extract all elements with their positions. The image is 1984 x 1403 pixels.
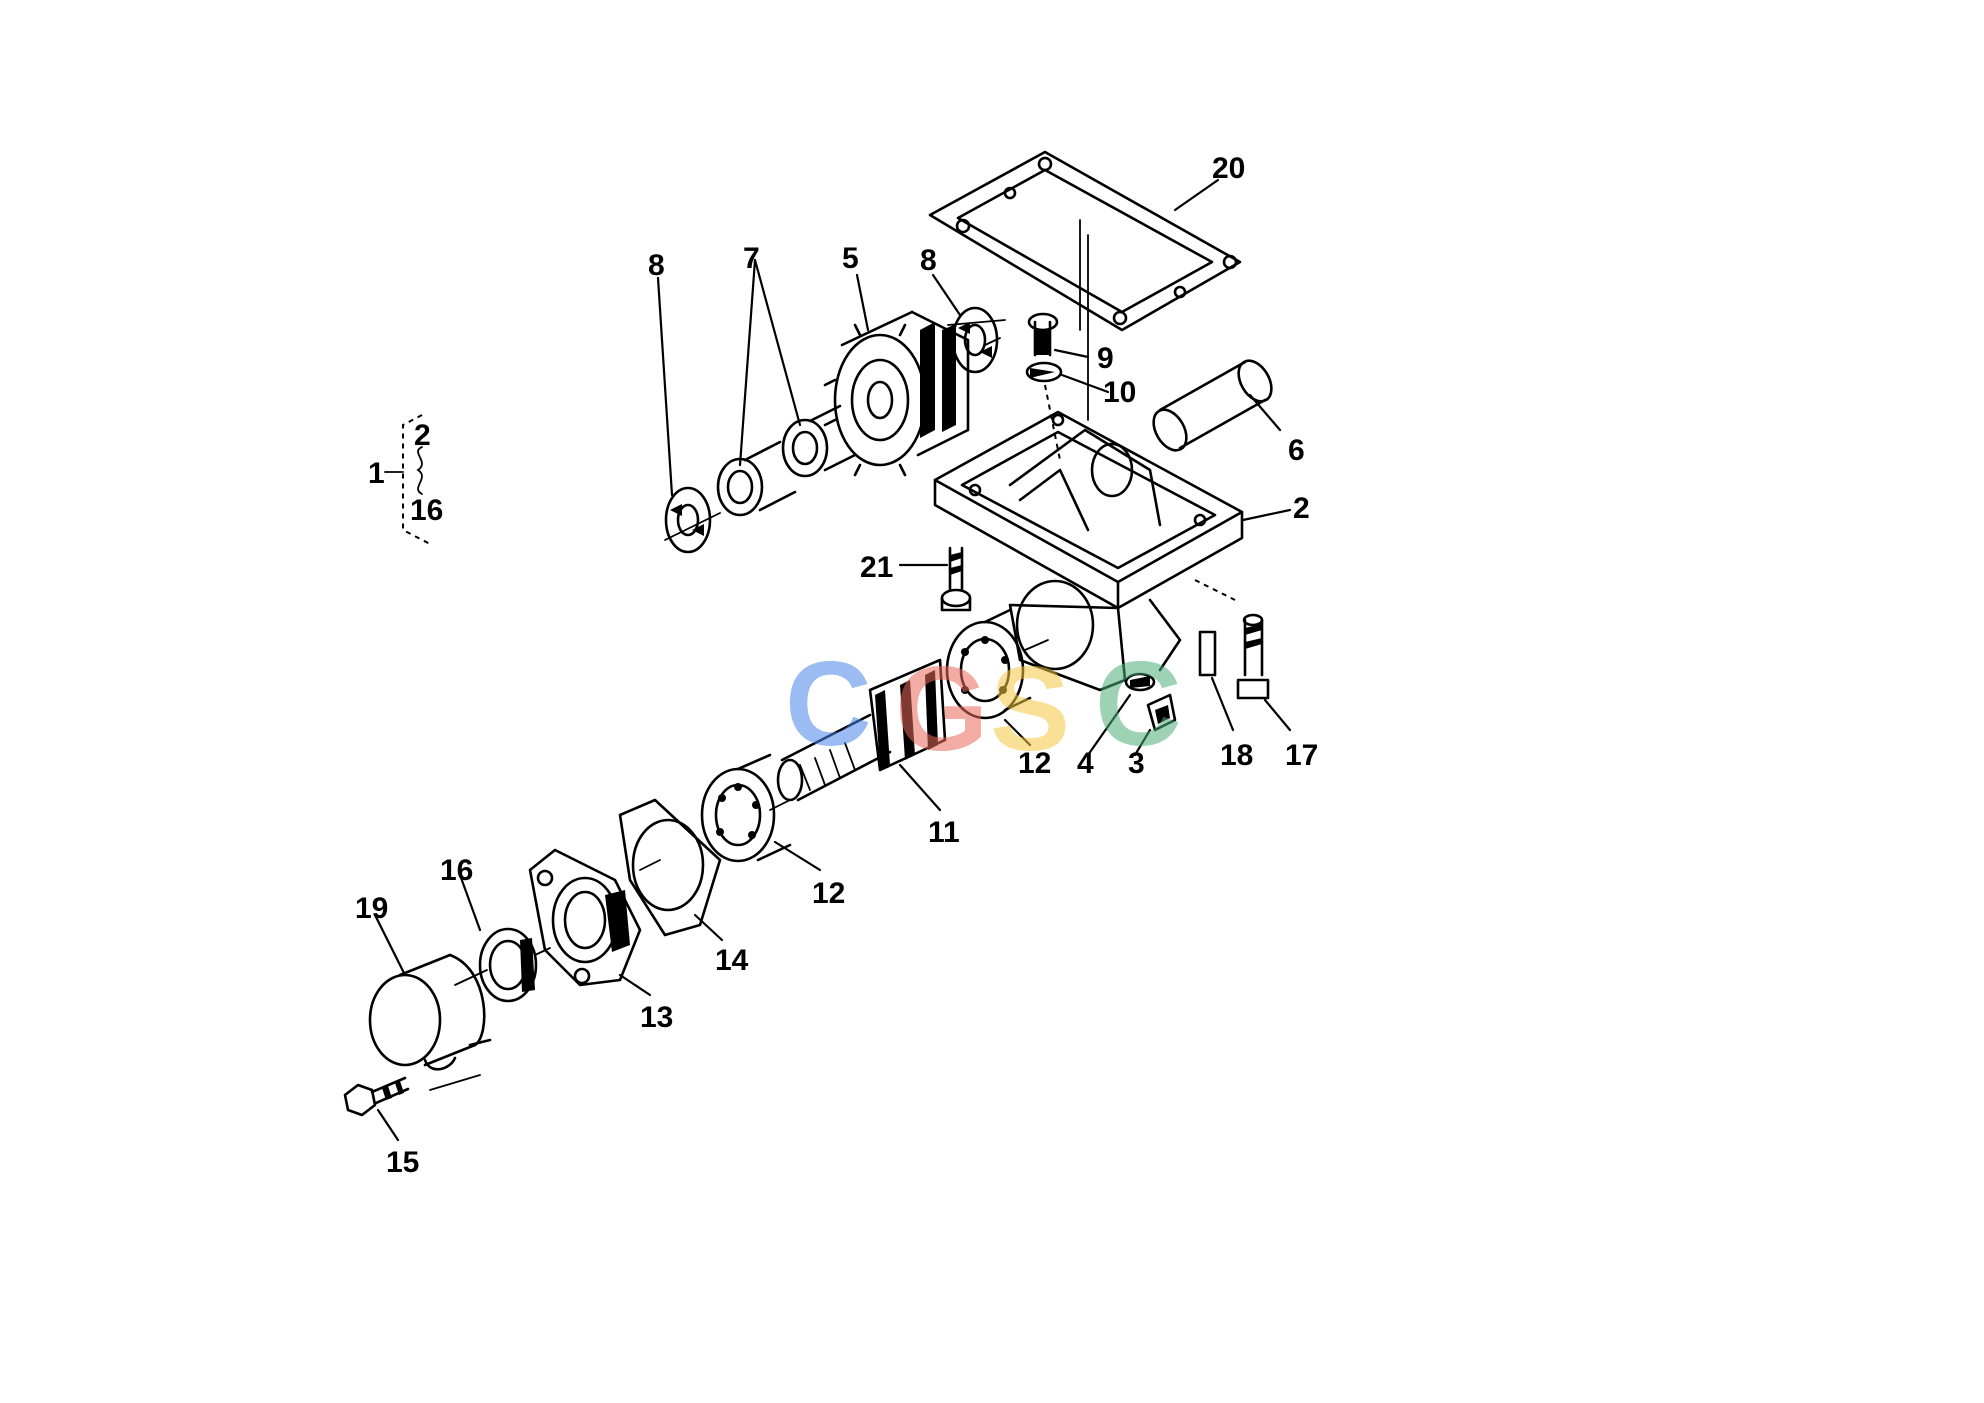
label-9: 9 — [1097, 342, 1114, 375]
cover-part-19 — [368, 953, 492, 1071]
label-11: 11 — [928, 816, 960, 849]
needle-bearing-part-7 — [716, 404, 857, 517]
dowel-part-18 — [1198, 630, 1217, 677]
label-6: 6 — [1288, 434, 1305, 467]
label-16: 16 — [440, 854, 473, 887]
label-5: 5 — [842, 242, 859, 275]
housing-part-2 — [933, 410, 1244, 692]
seal-part-16 — [478, 927, 538, 1003]
washer-part-8-lower — [664, 486, 712, 554]
label-12-lower: 12 — [812, 877, 845, 910]
label-4: 4 — [1077, 747, 1094, 780]
ball-bearing-part-12-upper — [945, 608, 1032, 720]
gasket-part-14 — [618, 798, 722, 937]
ball-bearing-part-12-lower — [700, 753, 792, 863]
watermark-letter-4: C — [1095, 637, 1182, 771]
flange-part-13 — [528, 848, 642, 987]
washer-part-10 — [1025, 361, 1063, 383]
part-labels: 20 8 7 5 8 9 10 6 2 21 12 4 3 18 17 11 1… — [355, 152, 1318, 1179]
label-7: 7 — [743, 242, 760, 275]
label-14: 14 — [715, 944, 749, 977]
label-10: 10 — [1103, 376, 1136, 409]
bolt-part-17 — [1236, 613, 1270, 700]
watermark-letter-2: G — [895, 642, 988, 776]
assembly-bracket — [384, 414, 433, 546]
label-1: 1 — [368, 457, 385, 490]
watermark-logo: C G S C — [785, 637, 1182, 776]
washer-part-8-upper — [951, 306, 999, 374]
label-20: 20 — [1212, 152, 1245, 185]
screw-part-21 — [940, 546, 972, 612]
pin-part-6 — [1152, 359, 1273, 452]
label-15: 15 — [386, 1146, 419, 1179]
centre-lines — [429, 219, 1236, 1091]
label-2: 2 — [1293, 492, 1310, 525]
bolt-part-9 — [1027, 312, 1059, 357]
watermark-letter-3: S — [990, 642, 1070, 776]
gasket-top-part-20 — [928, 150, 1242, 332]
label-3: 3 — [1128, 747, 1145, 780]
bolt-part-15 — [343, 1076, 410, 1117]
label-21: 21 — [860, 551, 893, 584]
label-group-2: 2 — [414, 419, 431, 452]
label-18: 18 — [1220, 739, 1253, 772]
washer-part-4 — [1124, 672, 1156, 692]
label-17: 17 — [1285, 739, 1318, 772]
plug-part-3 — [1146, 693, 1177, 732]
label-13: 13 — [640, 1001, 673, 1034]
label-8-left: 8 — [648, 249, 665, 282]
leader-lines — [373, 178, 1292, 1142]
gear-part-5 — [823, 310, 970, 477]
watermark-letter-1: C — [785, 637, 872, 771]
label-12-upper: 12 — [1018, 747, 1051, 780]
label-19: 19 — [355, 892, 388, 925]
label-8-right: 8 — [920, 244, 937, 277]
label-group-16: 16 — [410, 494, 443, 527]
